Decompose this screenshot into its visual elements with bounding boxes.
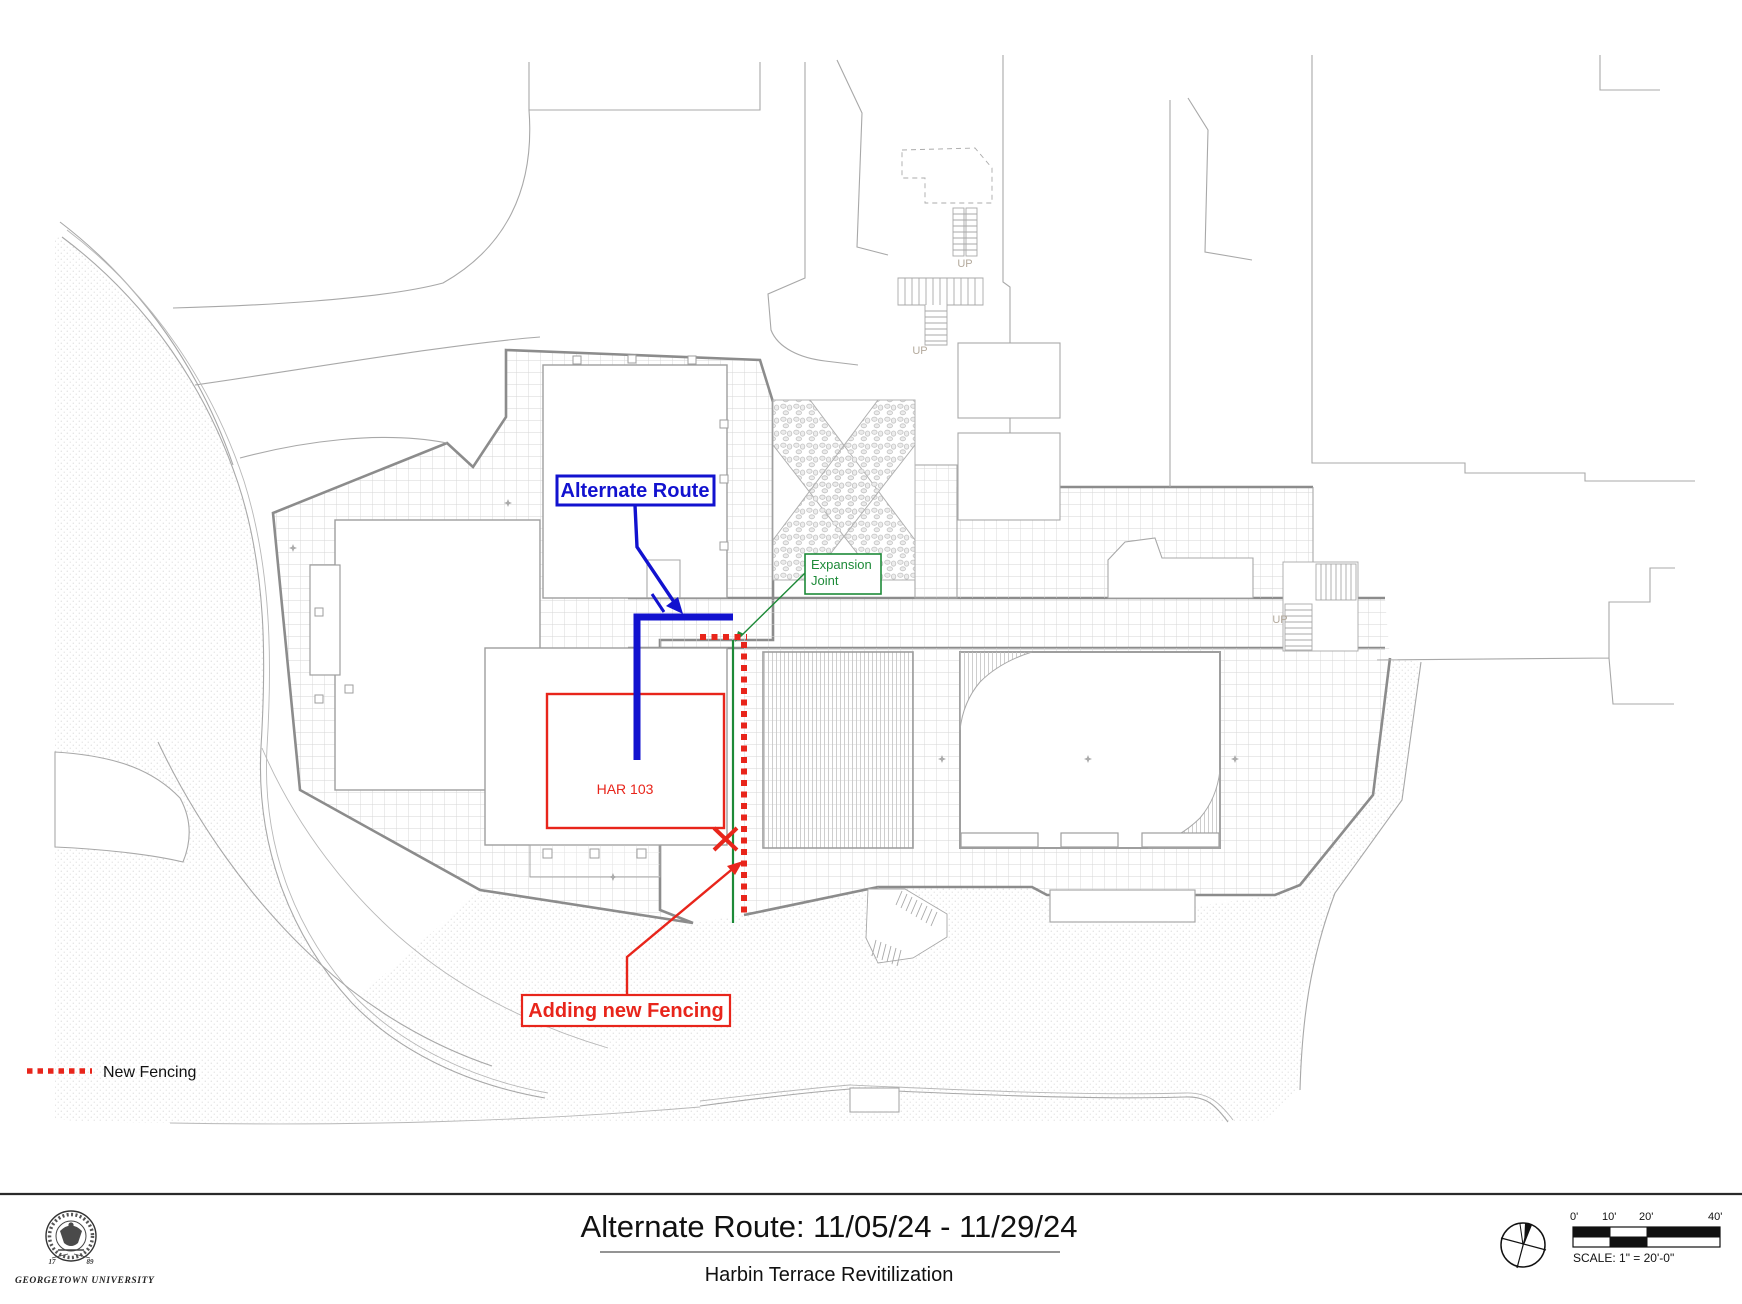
stair-plaza-right — [1282, 561, 1359, 652]
title-block: Alternate Route: 11/05/24 - 11/29/24 Har… — [0, 1192, 1742, 1286]
road-horn — [54, 751, 190, 863]
stairs-group — [865, 147, 1359, 967]
seal-year-right: 89 — [87, 1258, 95, 1266]
legend: New Fencing — [27, 1064, 196, 1081]
dashed-canopy — [901, 147, 993, 204]
expansion-joint-leader — [737, 572, 806, 640]
legend-new-fencing-label: New Fencing — [103, 1064, 196, 1081]
scale-label: SCALE: 1" = 20'-0" — [1573, 1251, 1674, 1265]
north-compass — [1500, 1222, 1547, 1269]
har-103-label: HAR 103 — [597, 781, 654, 797]
context-lines — [59, 55, 1695, 1125]
scale-tick-0: 0' — [1570, 1211, 1578, 1223]
alternate-route-annotation: Alternate Route — [555, 474, 733, 760]
scale-tick-40: 40' — [1708, 1211, 1722, 1223]
alternate-route-leader — [633, 504, 678, 606]
alternate-route-label-box[interactable] — [555, 474, 716, 507]
scale-bar: 0' 10' 20' 40' SCALE: 1" = 20'-0" — [1570, 1211, 1722, 1265]
stair-switchback — [865, 888, 948, 967]
adding-fencing-label-box[interactable] — [520, 993, 732, 1028]
expansion-joint-label-box[interactable] — [804, 553, 882, 595]
sheet-subtitle: Harbin Terrace Revitilization — [705, 1264, 954, 1286]
fencing-arrowhead — [727, 861, 743, 875]
stair-mid — [897, 277, 984, 346]
university-seal: 17 89 GEORGETOWN UNIVERSITY — [15, 1210, 155, 1286]
plan-markers — [289, 499, 1239, 881]
seal-year-left: 17 — [49, 1258, 57, 1266]
plaza-planters — [762, 651, 1221, 849]
stair-top — [952, 207, 978, 257]
scale-tick-20: 20' — [1639, 1211, 1653, 1223]
expansion-joint-label-line2: Joint — [811, 573, 839, 588]
up-label-1: UP — [957, 258, 972, 270]
seal-ornament-ring — [47, 1212, 95, 1260]
alternate-route-line — [633, 613, 733, 760]
expansion-joint-annotation: Expansion Joint — [731, 553, 882, 923]
sheet-title: Alternate Route: 11/05/24 - 11/29/24 — [581, 1209, 1078, 1244]
fencing-annotation: HAR 103 Adding new Fencing — [520, 634, 747, 1028]
university-wordmark: GEORGETOWN UNIVERSITY — [15, 1276, 155, 1286]
x-walkway — [772, 399, 916, 581]
expansion-joint-label-line1: Expansion — [811, 557, 872, 572]
adding-fencing-label: Adding new Fencing — [528, 1000, 724, 1022]
alternate-route-label: Alternate Route — [561, 480, 710, 502]
up-label-2: UP — [912, 345, 927, 357]
fence-x-mark — [712, 826, 739, 852]
stipple-slopes — [55, 237, 1421, 1123]
up-label-3: UP — [1272, 614, 1287, 626]
alternate-route-arrowhead — [666, 597, 683, 614]
seal-eagle — [60, 1225, 82, 1246]
fencing-leader — [625, 865, 737, 995]
scale-tick-10: 10' — [1602, 1211, 1616, 1223]
alternate-route-arrow-barb — [650, 593, 666, 613]
north-needle — [1524, 1223, 1532, 1245]
